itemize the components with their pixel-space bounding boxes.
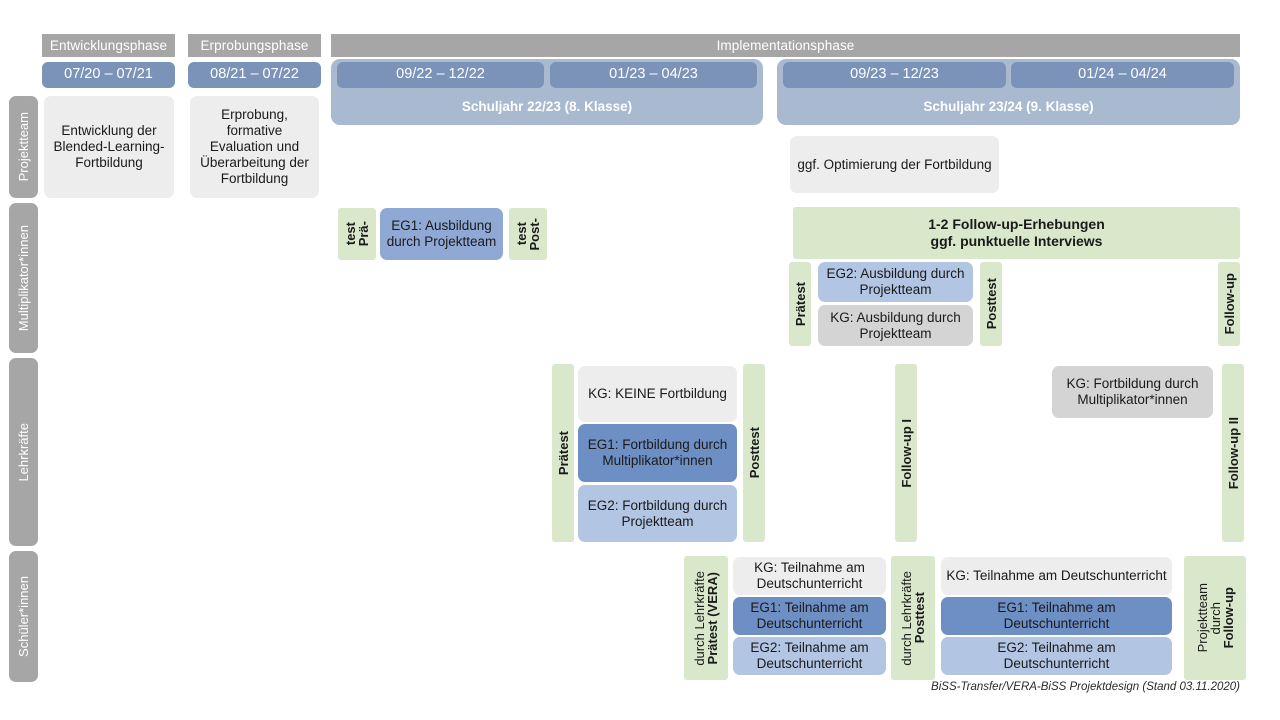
schueler-posttest-strip: Posttest durch Lehrkräfte [891,556,935,680]
date-chip-0923-1223: 09/23 – 12/23 [783,62,1006,88]
phase-header-implementationsphase: Implementationsphase [331,34,1240,57]
phase-header-erprobungsphase: Erprobungsphase [188,34,321,57]
date-chip-0124-0424: 01/24 – 04/24 [1011,62,1234,88]
schueler-block2-kg-box: KG: Teilnahme am Deutschunterricht [941,557,1172,595]
multiplikatoren-followup-banner: 1-2 Follow-up-Erhebungen ggf. punktuelle… [793,207,1240,259]
row-label-projektteam: Projektteam [9,96,38,198]
date-chip-0123-0423: 01/23 – 04/23 [550,62,757,88]
multiplikatoren-kg-box: KG: Ausbildung durch Projektteam [818,305,973,346]
multiplikatoren-praetest-strip-2: Prätest [789,262,811,346]
multiplikatoren-eg2-box: EG2: Ausbildung durch Projektteam [818,262,973,302]
projektteam-erprobung-box: Erprobung, formative Evaluation und Über… [190,96,319,198]
multiplikatoren-followup-strip: Follow-up [1218,262,1240,346]
schuljahr-label-2324: Schuljahr 23/24 (9. Klasse) [923,98,1094,114]
projektteam-entwicklung-box: Entwicklung der Blended-Learning-Fortbil… [44,96,174,198]
lehrkraefte-praetest-strip: Prätest [552,364,574,542]
followup-banner-line-2: ggf. punktuelle Interviews [930,233,1103,249]
footer-note: BiSS-Transfer/VERA-BiSS Projektdesign (S… [931,681,1240,693]
lehrkraefte-followup-2-strip: Follow-up II [1222,364,1244,542]
followup-banner-line-1: 1-2 Follow-up-Erhebungen [928,215,1105,232]
schueler-block1-eg1-box: EG1: Teilnahme am Deutschunterricht [733,597,886,635]
schueler-block1-eg2-box: EG2: Teilnahme am Deutschunterricht [733,637,886,675]
date-chip-label: 07/20 – 07/21 [64,66,153,83]
lehrkraefte-followup-1-strip: Follow-up I [895,364,917,542]
schuljahr-label-2223: Schuljahr 22/23 (8. Klasse) [461,98,633,114]
lehrkraefte-kg-keine-box: KG: KEINE Fortbildung [578,366,737,422]
date-chip-0821-0722: 08/21 – 07/22 [188,62,321,88]
phase-header-label: Erprobungsphase [200,37,309,53]
lehrkraefte-eg2-box: EG2: Fortbildung durch Projektteam [578,485,737,542]
multiplikatoren-eg1-box: EG1: Ausbildung durch Projektteam [380,208,503,260]
projektteam-optimierung-box: ggf. Optimierung der Fortbildung [790,136,999,193]
date-chip-label: 01/23 – 04/23 [609,66,698,83]
date-chip-0922-1222: 09/22 – 12/22 [337,62,544,88]
date-chip-label: 09/23 – 12/23 [850,66,939,83]
date-chip-0720-0721: 07/20 – 07/21 [42,62,175,88]
schuljahr-band-2223: 09/22 – 12/22 01/23 – 04/23 Schuljahr 22… [331,59,763,125]
schueler-followup-strip: Follow-up durch Projektteam [1184,556,1246,680]
date-chip-label: 01/24 – 04/24 [1078,66,1167,83]
schueler-block1-kg-box: KG: Teilnahme am Deutschunterricht [733,557,886,595]
date-chip-label: 08/21 – 07/22 [210,66,299,83]
phase-header-label: Entwicklungsphase [49,37,168,53]
multiplikatoren-posttest-strip-1: Post- test [509,208,547,260]
row-label-schuelerinnen: Schüler*innen [9,551,38,682]
phase-header-entwicklungsphase: Entwicklungsphase [42,34,175,57]
multiplikatoren-posttest-strip-2: Posttest [980,262,1002,346]
lehrkraefte-eg1-box: EG1: Fortbildung durch Multiplikator*inn… [578,424,737,482]
lehrkraefte-posttest-strip: Posttest [743,364,765,542]
schuljahr-band-2324: 09/23 – 12/23 01/24 – 04/24 Schuljahr 23… [777,59,1240,125]
schueler-praetest-strip: Prätest (VERA) durch Lehrkräfte [684,556,728,680]
schueler-block2-eg1-box: EG1: Teilnahme am Deutschunterricht [941,597,1172,635]
schueler-block2-eg2-box: EG2: Teilnahme am Deutschunterricht [941,637,1172,675]
row-label-multiplikatorinnen: Multiplikator*innen [9,203,38,353]
multiplikatoren-praetest-strip-1: Prä- test [338,208,376,260]
lehrkraefte-kg-fortbildung-box: KG: Fortbildung durch Multiplikator*inne… [1052,366,1213,418]
phase-header-label: Implementationsphase [716,37,855,53]
row-label-lehrkraefte: Lehrkräfte [9,358,38,546]
date-chip-label: 09/22 – 12/22 [396,66,485,83]
